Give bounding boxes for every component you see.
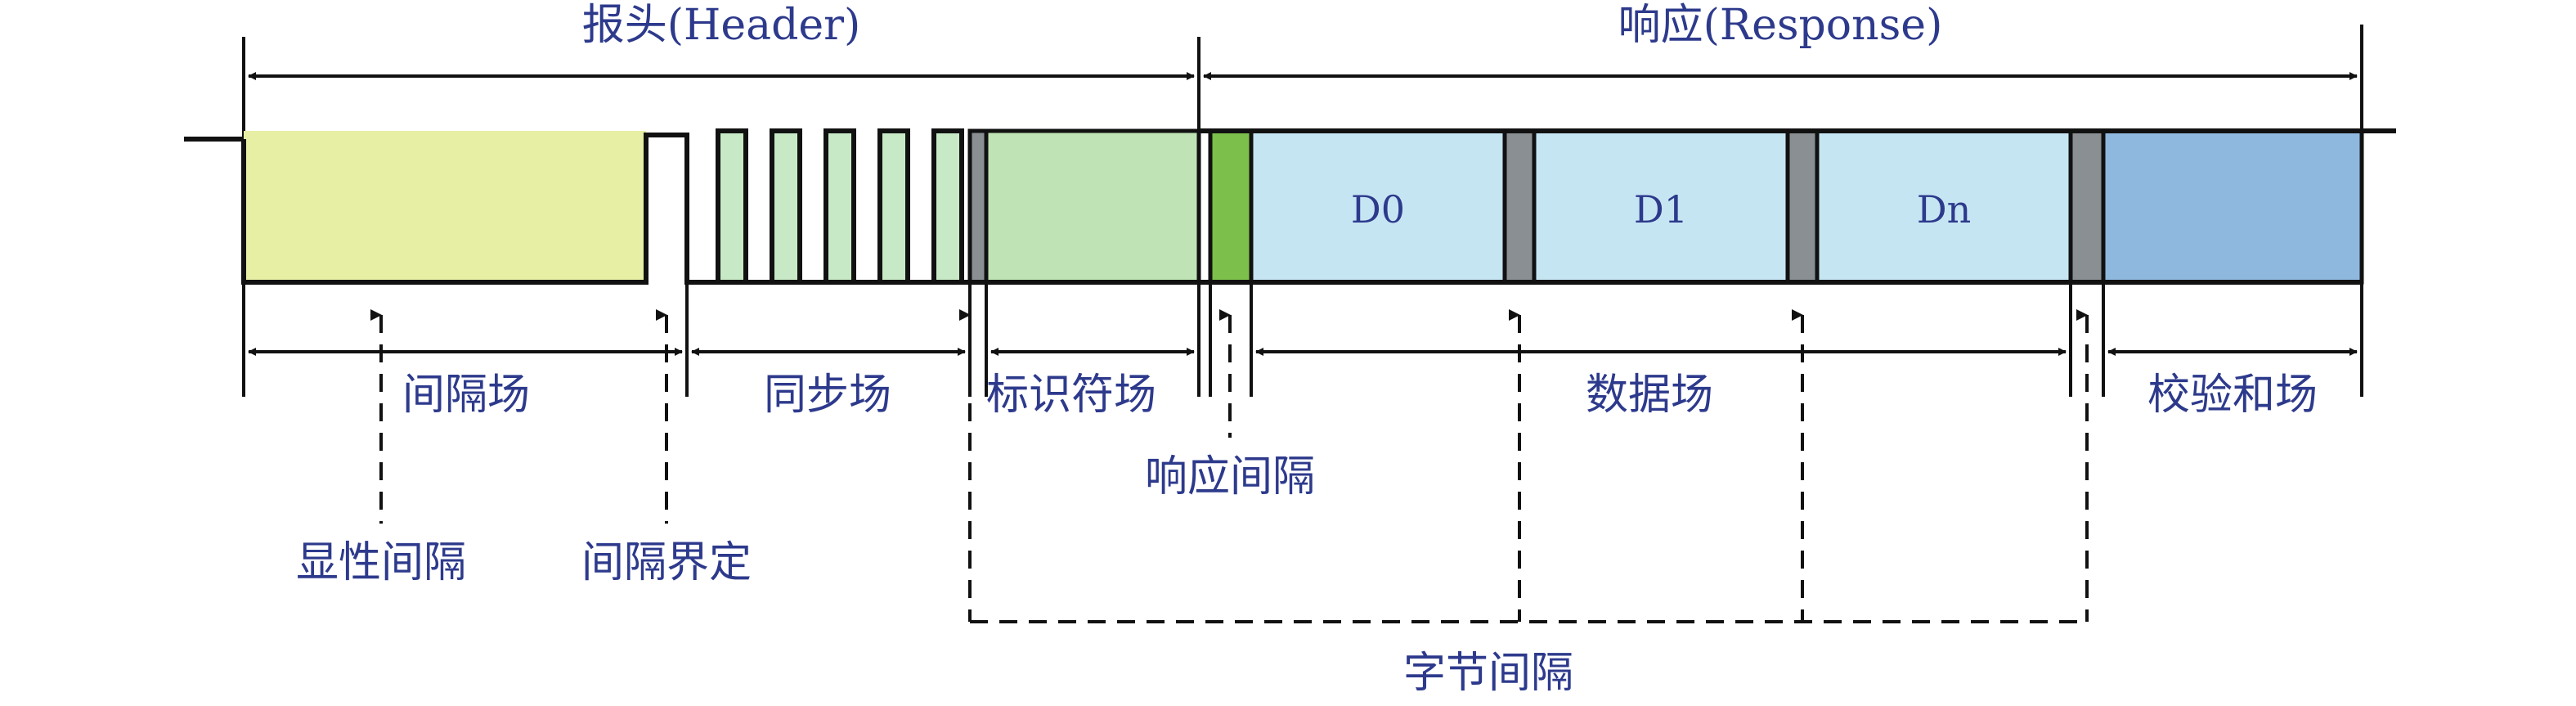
data-byte-d1: [1532, 128, 1790, 285]
interbyte-gap-1: [967, 128, 989, 285]
interbyte-gap-2: [1502, 128, 1537, 285]
checksum-field-label: 校验和场: [2147, 371, 2318, 420]
field-dimension-lines: [242, 282, 2363, 397]
sync-field-pulses: [703, 128, 970, 285]
break-field-label: 间隔场: [402, 371, 530, 420]
header-span: [242, 37, 1200, 139]
break-callout-label: 显性间隔: [296, 538, 466, 587]
identifier-field-label: 标识符场: [986, 371, 1156, 420]
d0-label: D0: [1351, 187, 1405, 232]
break-field-block: [244, 131, 646, 282]
dn-label: Dn: [1917, 187, 1972, 232]
break-delimiter-callout-label: 间隔界定: [581, 538, 752, 587]
response-label: 响应(Response): [1618, 1, 1943, 50]
response-space-block: [1208, 128, 1254, 285]
d1-label: D1: [1634, 187, 1688, 232]
sync-field-label: 同步场: [764, 371, 891, 420]
checksum-block: [2101, 128, 2364, 285]
callout-pointers: [370, 309, 2089, 623]
interbyte-gap-3: [1785, 128, 1820, 285]
interbyte-space-callout-label: 字节间隔: [1403, 649, 1573, 698]
data-byte-dn: [1815, 128, 2073, 285]
response-span: [1203, 25, 2363, 139]
response-space-label: 响应间隔: [1145, 452, 1315, 501]
interbyte-gap-4: [2068, 128, 2106, 285]
data-field-label: 数据场: [1586, 371, 1713, 420]
header-label: 报头(Header): [582, 1, 861, 50]
identifier-field-block: [984, 128, 1201, 285]
